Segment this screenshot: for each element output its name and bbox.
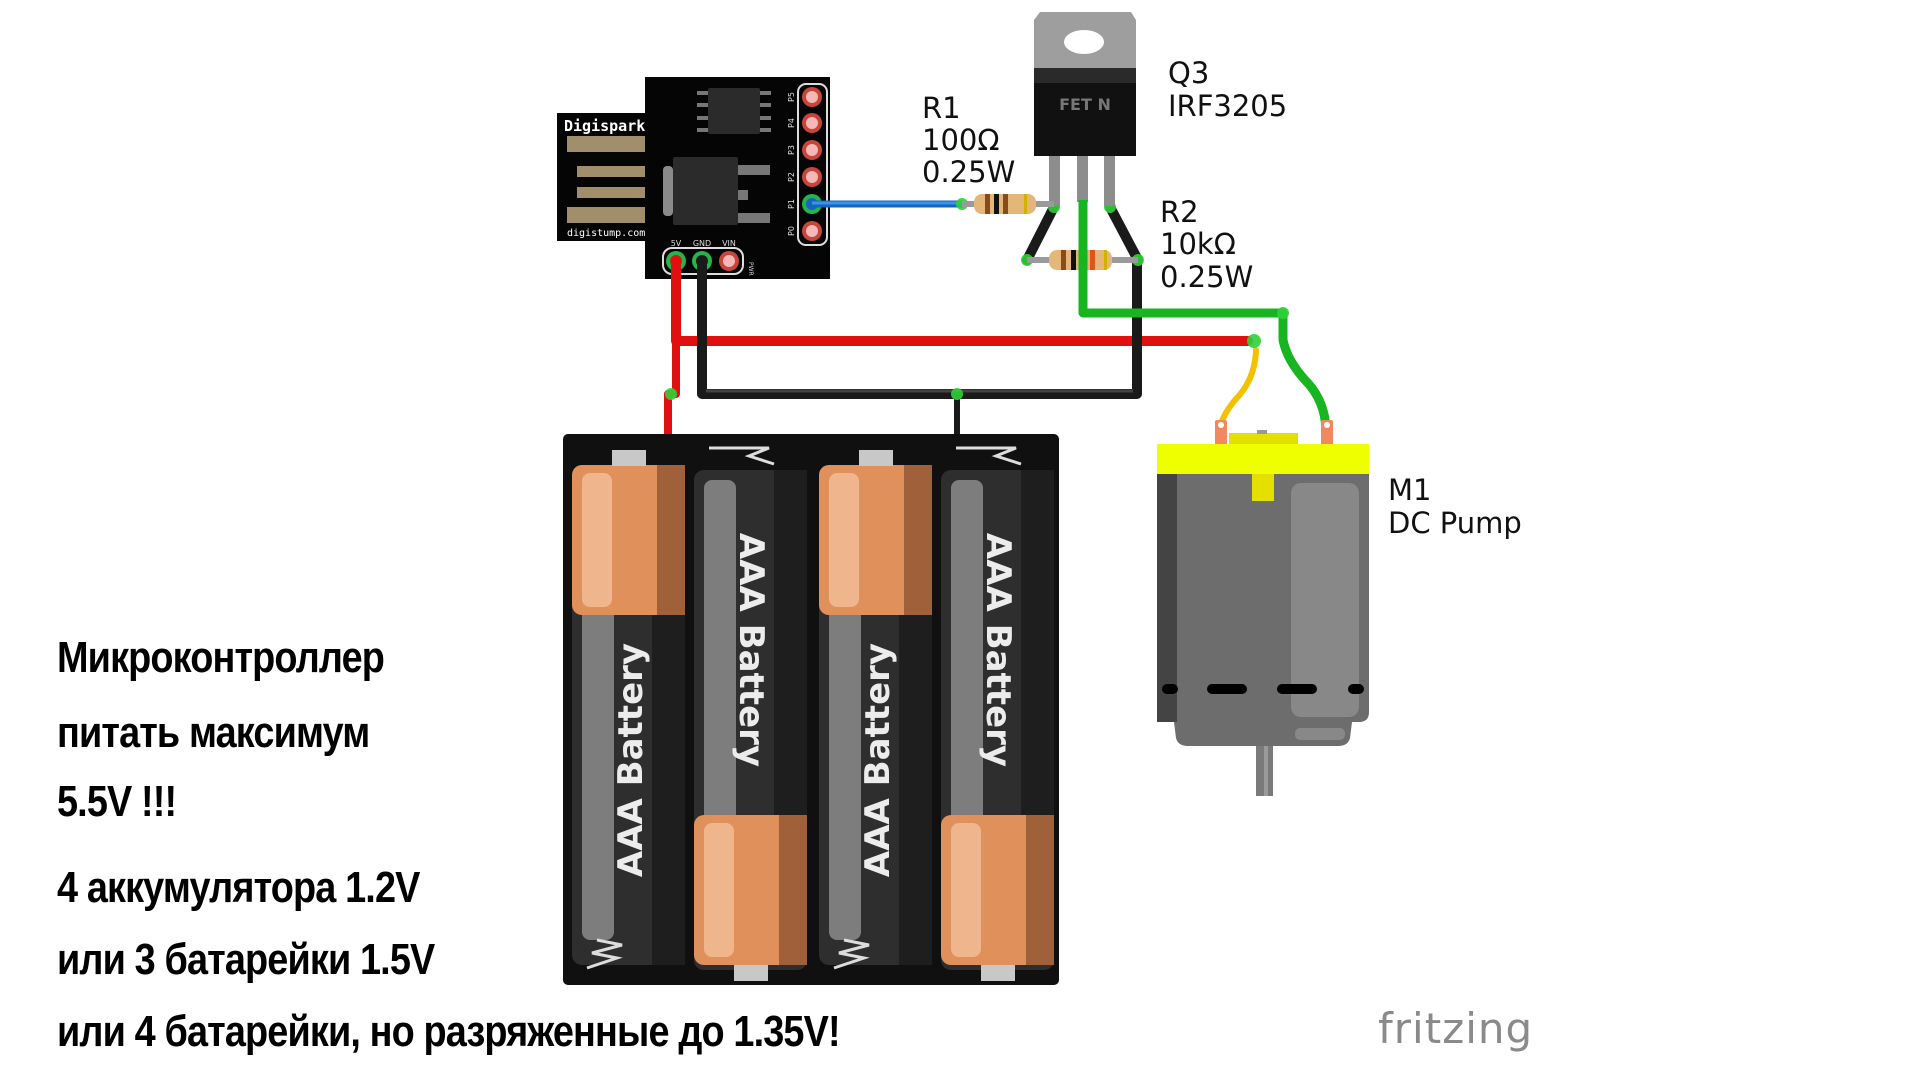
battery-cell: AAA Battery — [694, 446, 807, 981]
pin-label: P5 — [787, 92, 796, 102]
usb-contact — [567, 207, 646, 223]
motor-terminal — [1215, 420, 1227, 446]
r1-power: 0.25W — [922, 155, 1015, 189]
pin-label: P3 — [787, 145, 796, 155]
wire-motor-plus — [1216, 347, 1259, 435]
pin-label: 5V — [671, 239, 682, 248]
pin-label: P4 — [787, 118, 796, 128]
note-line-3: 5.5V !!! — [57, 777, 177, 826]
board-website: digistump.com — [567, 228, 645, 239]
mosfet-q3: FET N — [1034, 12, 1136, 206]
r1-ref: R1 — [922, 91, 961, 125]
pin-p2: P2 — [787, 167, 822, 187]
r2-value: 10kΩ — [1160, 227, 1236, 261]
board-name: Digispark — [564, 117, 645, 135]
mosfet-legs — [1049, 156, 1115, 206]
motor-terminal — [1321, 420, 1333, 446]
pin-label: P1 — [787, 199, 796, 209]
pin-vin: VIN — [719, 239, 739, 271]
usb-contact — [577, 187, 646, 198]
usb-contact — [577, 166, 646, 177]
note-line-1: Микроконтроллер — [57, 633, 385, 682]
q3-part: IRF3205 — [1168, 89, 1287, 123]
battery-label: AAA Battery — [611, 643, 651, 877]
pin-p4: P4 — [787, 113, 822, 133]
pin-label: VIN — [722, 239, 736, 248]
r2-ref: R2 — [1160, 195, 1199, 229]
battery-label: AAA Battery — [978, 533, 1018, 767]
wire-gate-r2 — [1022, 202, 1059, 265]
m1-ref: M1 — [1388, 473, 1431, 507]
r1-value: 100Ω — [922, 123, 1000, 157]
wire-ground — [697, 255, 1142, 399]
pin-p0: P0 — [787, 221, 822, 241]
battery-label: AAA Battery — [731, 533, 771, 767]
note-line-2: питать максимум — [57, 708, 370, 757]
q3-ref: Q3 — [1168, 56, 1209, 90]
pin-p3: P3 — [787, 140, 822, 160]
note-line-6: или 4 батарейки, но разряженные до 1.35V… — [57, 1007, 841, 1056]
pin-label: GND — [693, 239, 711, 248]
attiny-chip — [708, 88, 760, 134]
dc-pump-motor — [1157, 420, 1369, 796]
mounting-hole — [1064, 30, 1104, 54]
note-line-4: 4 аккумулятора 1.2V — [57, 863, 420, 912]
pin-label: P0 — [787, 226, 796, 236]
wire-source-r2 — [1105, 202, 1143, 265]
component-labels: R1 100Ω 0.25W Q3 IRF3205 R2 10kΩ 0.25W M… — [922, 56, 1522, 540]
battery-label: AAA Battery — [858, 643, 898, 877]
pin-p5: P5 — [787, 87, 822, 107]
m1-name: DC Pump — [1388, 506, 1522, 540]
battery-cell: AAA Battery — [941, 446, 1054, 981]
battery-holder: AAA Battery AAA Battery AAA Battery AAA Bat… — [563, 434, 1059, 985]
pwr-mark: PWR — [747, 262, 754, 276]
voltage-regulator — [673, 157, 738, 225]
fet-body-label: FET N — [1059, 95, 1111, 114]
usb-contact — [567, 136, 646, 152]
note-line-5: или 3 батарейки 1.5V — [57, 935, 435, 984]
battery-cell: AAA Battery — [572, 450, 685, 970]
wire-drain — [1078, 195, 1331, 435]
battery-cell: AAA Battery — [819, 450, 932, 970]
pin-label: P2 — [787, 172, 796, 182]
r2-power: 0.25W — [1160, 260, 1253, 294]
fritzing-logo: fritzing — [1378, 1004, 1534, 1053]
resistor-r1 — [962, 194, 1054, 214]
